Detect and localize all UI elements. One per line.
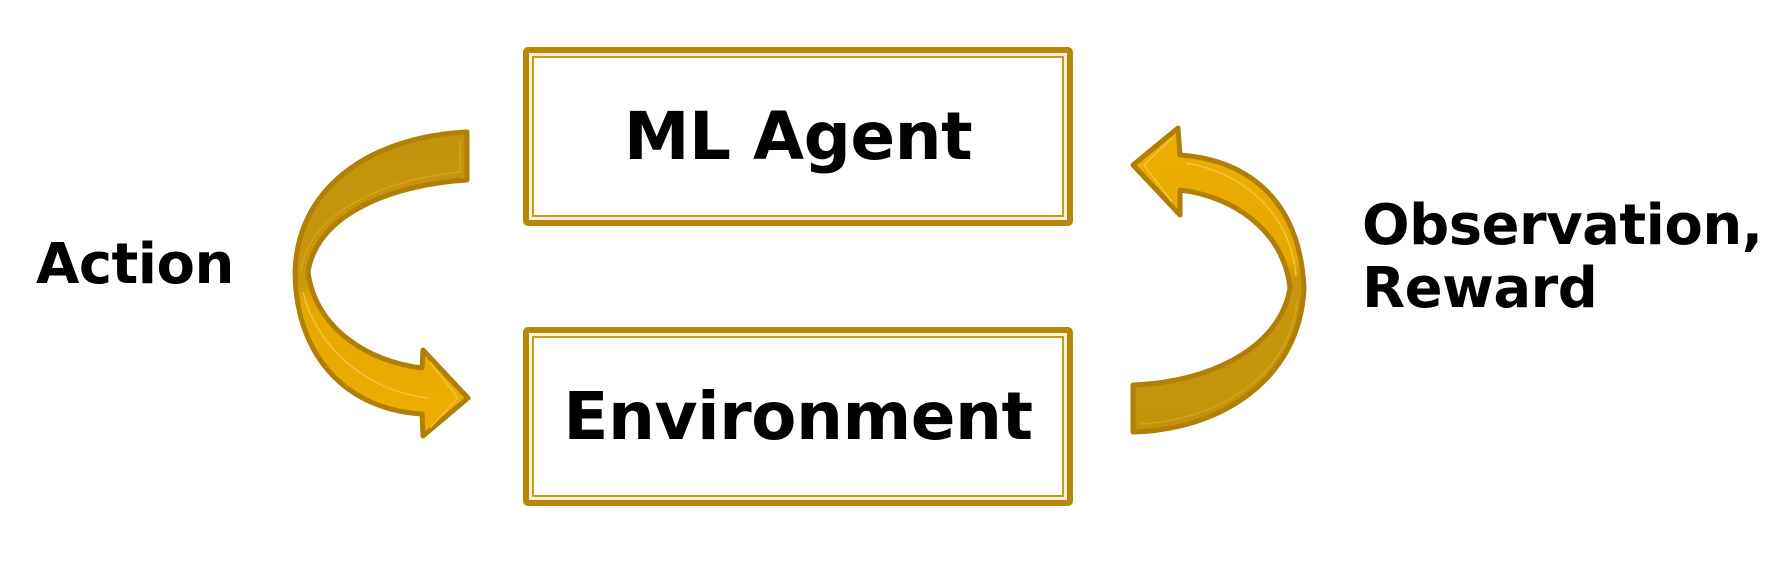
ml-agent-box: ML Agent [523,47,1073,226]
action-arrow-icon [292,129,471,439]
environment-box: Environment [523,327,1073,506]
reward-label-line: Reward [1362,255,1598,321]
observation-reward-arrow-icon [1130,125,1307,435]
observation-label-line: Observation, [1362,193,1763,258]
observation-reward-label: Observation, Reward [1362,193,1763,321]
ml-agent-label: ML Agent [623,98,973,175]
environment-label: Environment [563,378,1033,455]
action-label: Action [36,232,234,297]
